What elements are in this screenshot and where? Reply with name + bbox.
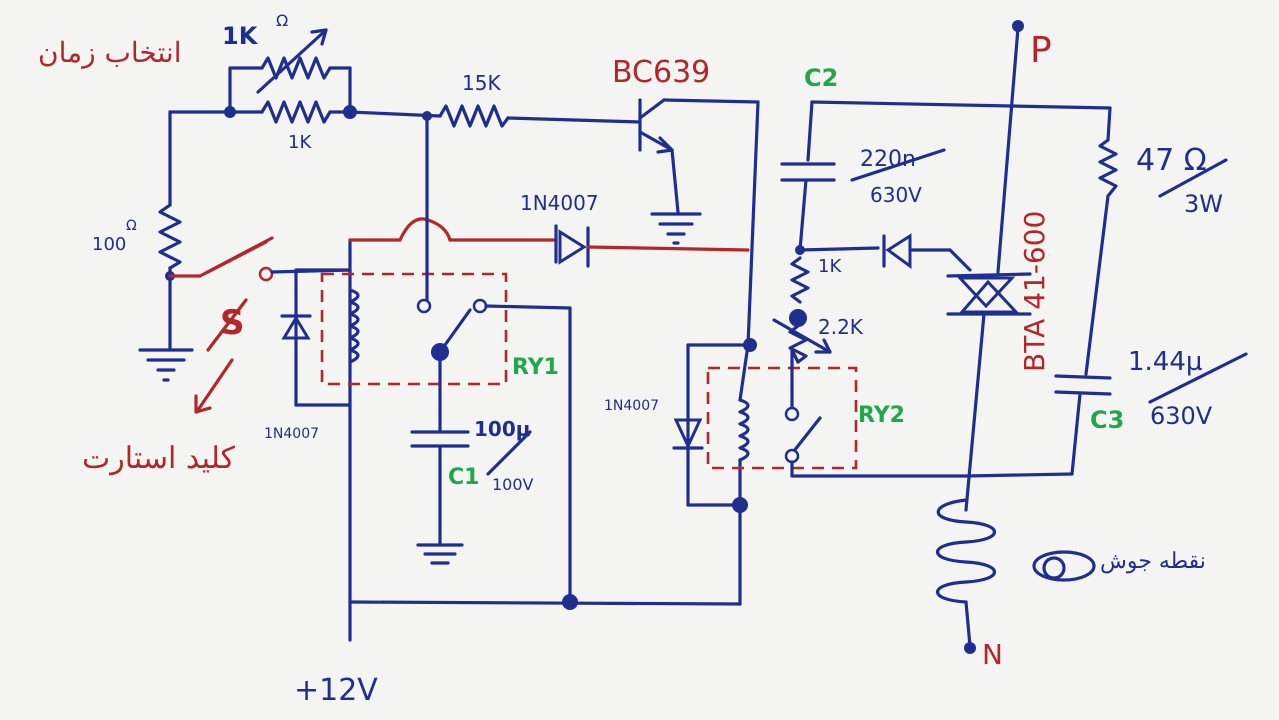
c1-name-label: C1 xyxy=(448,465,479,490)
c3-name-label: C3 xyxy=(1090,406,1124,434)
resistor-47-snubber xyxy=(1098,138,1118,198)
ground-symbol-c1 xyxy=(416,543,464,565)
start-switch xyxy=(168,236,352,414)
r-parallel-label: 1K xyxy=(288,132,312,153)
triac-label: BTA 41-600 xyxy=(1018,211,1051,372)
resistor-1k-parallel xyxy=(260,100,332,124)
c3-value-label: 1.44µ xyxy=(1128,347,1202,377)
ground-symbol-transistor xyxy=(650,212,702,245)
ground-symbol-left xyxy=(138,348,194,382)
terminal-n-label: N xyxy=(982,638,1003,671)
transistor-bc639 xyxy=(638,98,760,347)
c1-voltage-label: 100V xyxy=(492,475,534,494)
r-switch-label: 100 xyxy=(92,234,126,255)
diode-1n4007-ry2 xyxy=(673,418,703,450)
relay-coil-ry1 xyxy=(348,288,360,364)
relay-ry1 xyxy=(280,114,750,642)
r-snubber-label: 47 Ω xyxy=(1136,143,1207,178)
resistor-1k-gate xyxy=(790,256,810,304)
c3-voltage-label: 630V xyxy=(1150,402,1213,430)
c2-voltage-label: 630V xyxy=(870,183,922,207)
r-snubber-power-label: 3W xyxy=(1184,190,1223,218)
r-base-label: 15K xyxy=(462,71,501,95)
relay2-label: RY2 xyxy=(858,403,905,428)
diode1-label: 1N4007 xyxy=(520,191,599,215)
diode-1n4007-top xyxy=(558,229,587,265)
r-switch-unit-label: Ω xyxy=(126,218,137,234)
diode-1n4007-left xyxy=(281,315,311,340)
terminal-p-label: P xyxy=(1030,30,1052,71)
snubber-network xyxy=(964,106,1118,478)
resistor-15k xyxy=(438,104,510,128)
supply-label: +12V xyxy=(294,673,378,708)
pot-value-label: 1K xyxy=(222,22,259,50)
capacitor-c3-plate-bottom xyxy=(1054,390,1112,396)
resistor-100-branch xyxy=(138,110,194,382)
potentiometer-1k xyxy=(260,56,332,80)
c1-value-label: 100µ xyxy=(474,417,531,441)
spot-weld-label: نقطه جوش xyxy=(1100,549,1206,574)
time-select-label: انتخاب زمان xyxy=(38,36,182,69)
diac-diode xyxy=(885,233,912,269)
r-gate2-label: 2.2K xyxy=(818,315,864,339)
switch-s-label: S xyxy=(220,303,245,343)
c2-name-label: C2 xyxy=(804,64,838,92)
capacitor-c3-plate-top xyxy=(1054,374,1112,380)
relay-coil-ry2 xyxy=(738,398,750,462)
transistor-label: BC639 xyxy=(612,55,710,90)
relay-ry2 xyxy=(672,338,968,606)
c2-gate-network xyxy=(772,100,1112,364)
start-key-label: کلید استارت xyxy=(82,441,236,476)
r-gate1-label: 1K xyxy=(818,256,842,277)
pot-unit-label: Ω xyxy=(276,11,288,30)
diode2-label: 1N4007 xyxy=(264,426,319,442)
weld-coil xyxy=(935,498,1096,654)
diode3-label: 1N4007 xyxy=(604,398,659,414)
relay1-label: RY1 xyxy=(512,355,559,380)
